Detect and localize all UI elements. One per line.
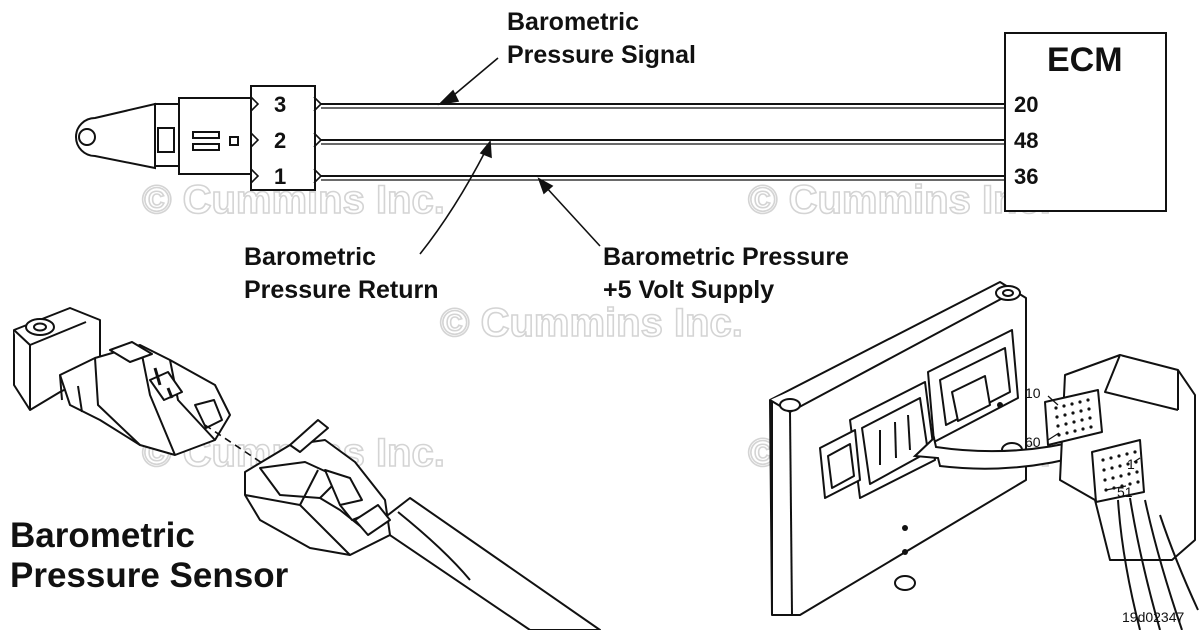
sensor-pin-3: 3: [274, 92, 286, 117]
sensor-symbol: [75, 97, 252, 175]
pin-grid-lower: [1101, 450, 1140, 492]
watermark: © Cummins Inc.: [440, 301, 743, 345]
ecm-connector-pin-60: 60: [1025, 434, 1041, 450]
ecm-connector-pin-grids: [1054, 398, 1140, 492]
label-supply-line1: Barometric Pressure: [603, 243, 849, 271]
ecm-box: ECM 20 48 36: [1004, 32, 1167, 212]
sensor-title-line1: Barometric: [10, 516, 195, 555]
pin-grid-upper: [1054, 398, 1093, 437]
sensor-connector: 3 2 1: [250, 85, 323, 191]
label-signal-line2: Pressure Signal: [507, 41, 696, 69]
ecm-pin-48: 48: [1014, 128, 1038, 153]
ecm-harness-connector: [1044, 354, 1199, 630]
ecm-connector-pin-1: 1: [1127, 456, 1135, 472]
ecm-connector-pin-labels: [1047, 395, 1141, 491]
alignment-line: [204, 424, 266, 466]
sensor-pin-1: 1: [274, 164, 286, 189]
insertion-arrow: [912, 436, 1090, 470]
harness-connector-illustration: [244, 419, 601, 630]
ecm-connector-pin-51: 51: [1117, 484, 1133, 500]
figure-id: 19d02347: [1122, 609, 1185, 625]
ecm-pin-36: 36: [1014, 164, 1038, 189]
ecm-title: ECM: [1047, 41, 1123, 79]
sensor-title-line2: Pressure Sensor: [10, 556, 289, 595]
watermark: © Cummins Inc.: [748, 178, 1051, 222]
sensor-illustration: [13, 307, 231, 456]
wires: [321, 103, 1005, 181]
ecm-connector-pin-10: 10: [1025, 385, 1041, 401]
label-return-line1: Barometric: [244, 243, 376, 271]
sensor-pin-2: 2: [274, 128, 286, 153]
ecm-illustration: [769, 281, 1027, 616]
leader-lines: [419, 57, 601, 255]
ecm-pin-20: 20: [1014, 92, 1038, 117]
label-signal-line1: Barometric: [507, 8, 639, 36]
label-return-line2: Pressure Return: [244, 276, 439, 304]
label-supply-line2: +5 Volt Supply: [603, 276, 774, 304]
ecm-mount-holes: [902, 402, 1003, 555]
